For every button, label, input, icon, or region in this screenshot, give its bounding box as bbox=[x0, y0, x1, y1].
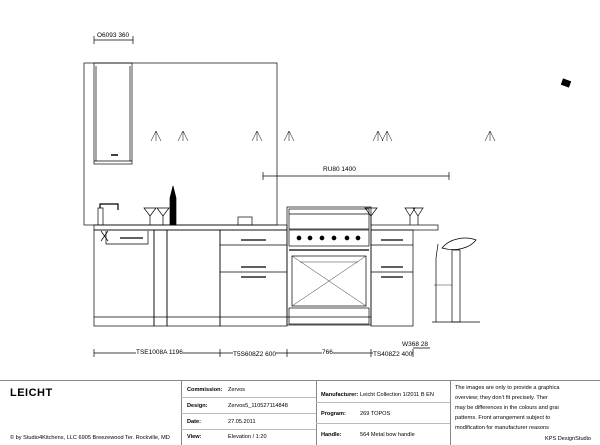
manufacturer-label: Manufacturer: bbox=[321, 392, 359, 398]
date-value: 27.05.2011 bbox=[228, 419, 256, 425]
wall-symbol-icon bbox=[560, 78, 572, 88]
top-dimension bbox=[93, 36, 134, 44]
label-wall-cabinet: RU80 1400 bbox=[323, 166, 356, 173]
leicht-logo: LEICHT bbox=[10, 387, 53, 399]
elevation-drawing bbox=[83, 36, 572, 357]
commission-value: Zervos bbox=[228, 387, 246, 393]
software-name: KPS DesignStudio bbox=[545, 436, 592, 442]
label-bottom-4: TS408Z2 400 bbox=[373, 351, 413, 359]
ceiling-lights bbox=[150, 130, 496, 142]
label-top-left: O6093 360 bbox=[97, 32, 130, 39]
view-label: View: bbox=[187, 434, 202, 440]
program-value: 269 TOPOS bbox=[360, 411, 391, 417]
wall-cabinet-dimension bbox=[262, 172, 450, 180]
commission-label: Commission: bbox=[187, 387, 223, 393]
label-bottom-1: TSE1008A 1196 bbox=[136, 349, 183, 357]
label-bottom-2: T5S608Z2 600 bbox=[233, 351, 277, 359]
design-value: Zervos5_110527114848 bbox=[228, 403, 288, 409]
manufacturer-value: Leicht Collection 1/2011 B EN bbox=[360, 392, 434, 398]
countertop bbox=[93, 224, 439, 231]
handle-value: 564 Metal bow handle bbox=[360, 432, 415, 438]
handle-label: Handle: bbox=[321, 432, 342, 438]
glasses-icon bbox=[143, 185, 424, 226]
divider bbox=[450, 381, 451, 445]
label-right-dim: W368 28 bbox=[402, 341, 429, 348]
tall-wall-cabinet bbox=[93, 62, 133, 165]
disclaimer-line: overview; they don't fit precisely. Ther bbox=[455, 395, 548, 401]
label-bottom-3: 766 bbox=[322, 349, 333, 357]
divider bbox=[316, 381, 317, 445]
disclaimer-line: The images are only to provide a graphic… bbox=[455, 385, 560, 391]
copyright-text: © by Studio4Kitchens, LLC 6905 Breezewoo… bbox=[10, 435, 170, 441]
view-value: Elevation / 1:20 bbox=[228, 434, 267, 440]
right-base-cabinet bbox=[370, 229, 414, 327]
base-cabinets bbox=[94, 229, 371, 327]
disclaimer-line: may be differences in the colours and gr… bbox=[455, 405, 559, 411]
title-block: LEICHT © by Studio4Kitchens, LLC 6905 Br… bbox=[0, 380, 600, 445]
range-oven bbox=[286, 206, 372, 326]
faucet-icon bbox=[97, 203, 119, 225]
disclaimer-line: modification for manufacturer reasons bbox=[455, 425, 549, 431]
program-label: Program: bbox=[321, 411, 346, 417]
disclaimer-line: patterns. Front arrangement subject to bbox=[455, 415, 551, 421]
counter-appliance bbox=[237, 216, 253, 226]
wall-panel bbox=[83, 62, 278, 226]
design-label: Design: bbox=[187, 403, 208, 409]
sink-cabinet bbox=[93, 229, 155, 327]
date-label: Date: bbox=[187, 419, 201, 425]
bar-stool-icon bbox=[432, 237, 480, 323]
